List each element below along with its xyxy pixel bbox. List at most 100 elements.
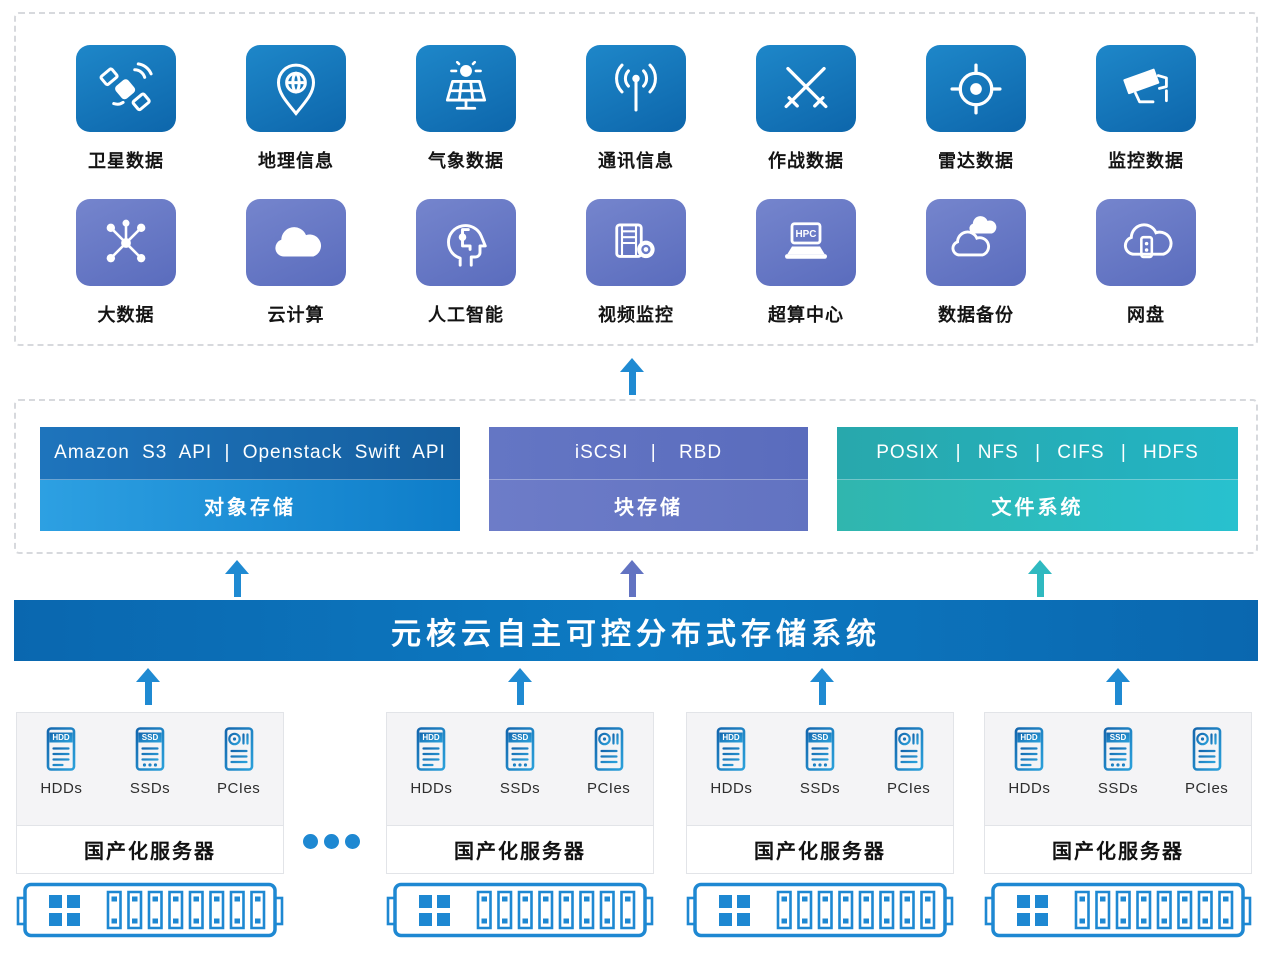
- drive-hdd: HDDs: [708, 726, 754, 797]
- app-tile-video-surveillance: 视频监控: [570, 199, 702, 327]
- arrow-head: [620, 560, 644, 574]
- antenna-signal-icon: [586, 45, 686, 132]
- app-label: 数据备份: [938, 305, 1014, 325]
- globe-pin-icon: [246, 45, 346, 132]
- drive-label: HDDs: [410, 780, 453, 797]
- pcie-icon: [886, 726, 932, 772]
- arrow-stem: [628, 372, 636, 395]
- drive-pcie: PCIes: [586, 726, 632, 797]
- solar-panel-icon: [416, 45, 516, 132]
- app-label: 大数据: [97, 305, 155, 325]
- arrow-head: [810, 668, 834, 682]
- drive-label: HDDs: [710, 780, 753, 797]
- server-group-label: 国产化服务器: [16, 826, 284, 874]
- arrow-head: [136, 668, 160, 682]
- crossed-swords-icon: [756, 45, 856, 132]
- app-label: 作战数据: [768, 151, 844, 171]
- cloud-icon: [246, 199, 346, 286]
- app-tile-combat: 作战数据: [740, 45, 872, 173]
- arrow-stem: [144, 682, 152, 705]
- network-nodes-icon: [76, 199, 176, 286]
- video-camera-icon: [586, 199, 686, 286]
- pcie-icon: [1184, 726, 1230, 772]
- radar-target-icon: [926, 45, 1026, 132]
- server-rack-icon: [984, 881, 1252, 939]
- app-label: 视频监控: [598, 305, 674, 325]
- up-arrow-file-system: [1027, 560, 1053, 597]
- cctv-camera-icon: [1096, 45, 1196, 132]
- hpc-laptop-icon: HPC: [756, 199, 856, 286]
- drive-ssd: SSDs: [797, 726, 843, 797]
- pcie-icon: [216, 726, 262, 772]
- drive-label: SSDs: [1097, 780, 1139, 797]
- ssd-icon: [497, 726, 543, 772]
- drive-ssd: SSDs: [127, 726, 173, 797]
- app-tile-bigdata: 大数据: [60, 199, 192, 327]
- arrow-head: [508, 668, 532, 682]
- server-group-1: HDDs SSDs PCIes 国产化服务器: [16, 712, 284, 939]
- server-group-4: HDDs SSDs PCIes 国产化服务器: [984, 712, 1252, 939]
- object-storage-apis: Amazon S3 API | Openstack Swift API: [40, 427, 460, 480]
- up-arrow-block-storage: [619, 560, 645, 597]
- app-label: 卫星数据: [88, 151, 164, 171]
- ssd-icon: [127, 726, 173, 772]
- hdd-icon: [708, 726, 754, 772]
- app-tile-surveillance-data: 监控数据: [1080, 45, 1212, 173]
- up-arrow-server-1: [135, 668, 161, 705]
- server-rack-icon: [386, 881, 654, 939]
- svg-text:HPC: HPC: [796, 229, 817, 240]
- hdd-icon: [408, 726, 454, 772]
- app-tile-weather: 气象数据: [400, 45, 532, 173]
- server-group-label: 国产化服务器: [386, 826, 654, 874]
- dot: [324, 834, 339, 849]
- application-layer: 卫星数据 地理信息: [14, 12, 1258, 346]
- ssd-icon: [797, 726, 843, 772]
- app-tile-comms: 通讯信息: [570, 45, 702, 173]
- app-label: 雷达数据: [938, 151, 1014, 171]
- drives-panel: HDDs SSDs PCIes: [686, 712, 954, 826]
- ellipsis-dots-icon: [303, 834, 360, 849]
- app-row-2: 大数据 云计算 人工智能: [60, 199, 1212, 327]
- server-rack-icon: [686, 881, 954, 939]
- storage-system-banner: 元核云自主可控分布式存储系统: [14, 600, 1258, 661]
- up-arrow-server-2: [507, 668, 533, 705]
- arrow-stem: [233, 574, 241, 597]
- dot: [345, 834, 360, 849]
- arrow-stem: [628, 574, 636, 597]
- drives-panel: HDDs SSDs PCIes: [386, 712, 654, 826]
- drive-label: PCIes: [886, 780, 931, 797]
- up-arrow-object-storage: [224, 560, 250, 597]
- arrow-stem: [1036, 574, 1044, 597]
- app-tile-netdisk: 网盘: [1080, 199, 1212, 327]
- ssd-icon: [1095, 726, 1141, 772]
- server-rack-icon: [16, 881, 284, 939]
- app-label: 人工智能: [428, 305, 504, 325]
- file-system-label: 文件系统: [837, 479, 1238, 531]
- app-row-1: 卫星数据 地理信息: [60, 45, 1212, 173]
- app-tile-satellite: 卫星数据: [60, 45, 192, 173]
- drive-pcie: PCIes: [216, 726, 262, 797]
- drive-label: HDDs: [1008, 780, 1051, 797]
- block-storage-label: 块存储: [489, 479, 808, 531]
- server-group-label: 国产化服务器: [984, 826, 1252, 874]
- ai-head-icon: [416, 199, 516, 286]
- pcie-icon: [586, 726, 632, 772]
- server-group-3: HDDs SSDs PCIes 国产化服务器: [686, 712, 954, 939]
- app-label: 监控数据: [1108, 151, 1184, 171]
- app-label: 通讯信息: [598, 151, 674, 171]
- drive-label: PCIes: [216, 780, 261, 797]
- app-tile-ai: 人工智能: [400, 199, 532, 327]
- drive-hdd: HDDs: [1006, 726, 1052, 797]
- app-tile-radar: 雷达数据: [910, 45, 1042, 173]
- drive-label: SSDs: [499, 780, 541, 797]
- up-arrow-server-4: [1105, 668, 1131, 705]
- block-storage-apis: iSCSI | RBD: [489, 427, 808, 480]
- app-tile-geo: 地理信息: [230, 45, 362, 173]
- drive-label: HDDs: [40, 780, 83, 797]
- up-arrow-server-3: [809, 668, 835, 705]
- object-storage-block: Amazon S3 API | Openstack Swift API 对象存储: [40, 427, 460, 531]
- drive-ssd: SSDs: [1095, 726, 1141, 797]
- server-group-label: 国产化服务器: [686, 826, 954, 874]
- drives-panel: HDDs SSDs PCIes: [984, 712, 1252, 826]
- arrow-head: [1028, 560, 1052, 574]
